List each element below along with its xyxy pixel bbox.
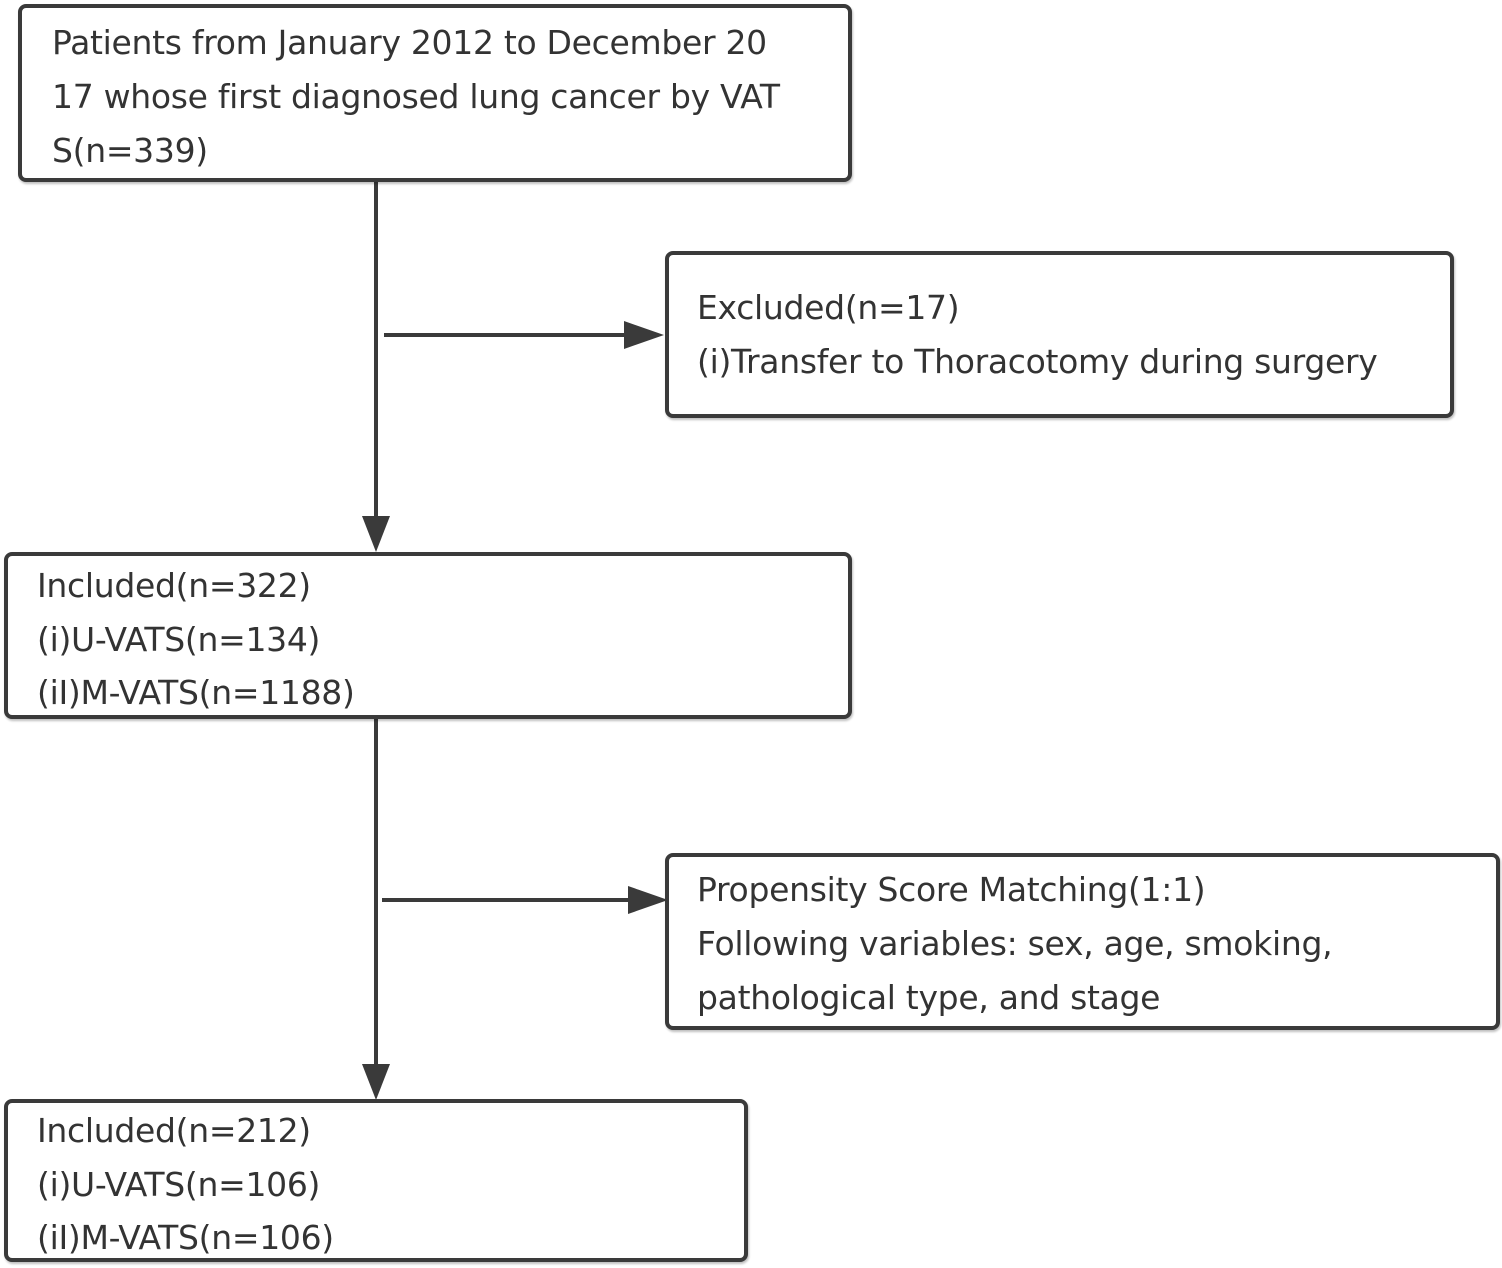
box-excluded-line-1: Excluded(n=17) xyxy=(697,288,960,327)
arrowhead-right-excluded xyxy=(624,321,664,349)
box-included-matched-line-2: (i)U-VATS(n=106) xyxy=(37,1165,321,1204)
box-included-first-line-3: (iI)M-VATS(n=1188) xyxy=(37,673,355,712)
box-included-first-line-1: Included(n=322) xyxy=(37,566,311,605)
box-psm-line-3: pathological type, and stage xyxy=(697,978,1161,1017)
box-included-first: Included(n=322) (i)U-VATS(n=134) (iI)M-V… xyxy=(4,552,852,719)
box-initial-line-1: Patients from January 2012 to December 2… xyxy=(52,23,767,62)
arrowhead-down-2 xyxy=(362,1064,390,1100)
box-psm-line-2: Following variables: sex, age, smoking, xyxy=(697,924,1333,963)
box-included-matched-line-1: Included(n=212) xyxy=(37,1111,311,1150)
box-initial-line-2: 17 whose first diagnosed lung cancer by … xyxy=(52,77,780,116)
box-included-matched: Included(n=212) (i)U-VATS(n=106) (iI)M-V… xyxy=(4,1099,748,1262)
arrowhead-right-psm xyxy=(628,886,668,914)
arrowhead-down-1 xyxy=(362,516,390,552)
box-excluded: Excluded(n=17) (i)Transfer to Thoracotom… xyxy=(665,251,1454,418)
box-included-first-line-2: (i)U-VATS(n=134) xyxy=(37,620,321,659)
box-included-matched-line-3: (iI)M-VATS(n=106) xyxy=(37,1218,334,1257)
box-propensity-score-matching: Propensity Score Matching(1:1) Following… xyxy=(665,853,1500,1030)
box-excluded-line-2: (i)Transfer to Thoracotomy during surger… xyxy=(697,342,1378,381)
box-initial-line-3: S(n=339) xyxy=(52,131,208,170)
box-psm-line-1: Propensity Score Matching(1:1) xyxy=(697,870,1206,909)
box-initial-cohort: Patients from January 2012 to December 2… xyxy=(18,4,852,182)
